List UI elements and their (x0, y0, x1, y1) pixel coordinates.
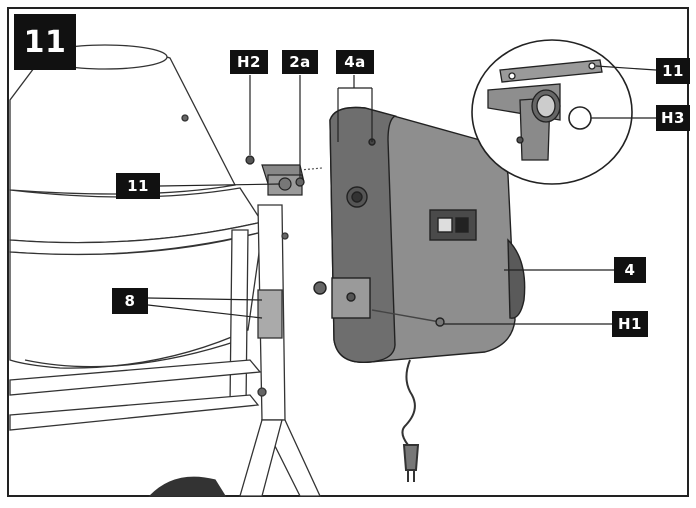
power-cable (401, 359, 420, 482)
part-8-bracket (257, 289, 283, 339)
leader-lines (147, 65, 657, 325)
callout-h3: H3 (656, 105, 690, 131)
step-number-badge: 11 (14, 14, 76, 70)
motor-housing (313, 106, 526, 364)
callout-8: 8 (112, 288, 148, 314)
callout-11-bracket: 11 (116, 173, 160, 199)
detail-magnifier (471, 39, 633, 185)
callout-2a: 2a (282, 50, 318, 74)
mixer-stand (9, 204, 322, 497)
callout-11-detail: 11 (656, 58, 690, 84)
callout-h1: H1 (612, 311, 648, 337)
mixer-drum (9, 44, 264, 369)
callout-h2: H2 (230, 50, 268, 74)
callout-4a: 4a (336, 50, 374, 74)
callout-4: 4 (614, 257, 646, 283)
power-switch (429, 209, 477, 241)
